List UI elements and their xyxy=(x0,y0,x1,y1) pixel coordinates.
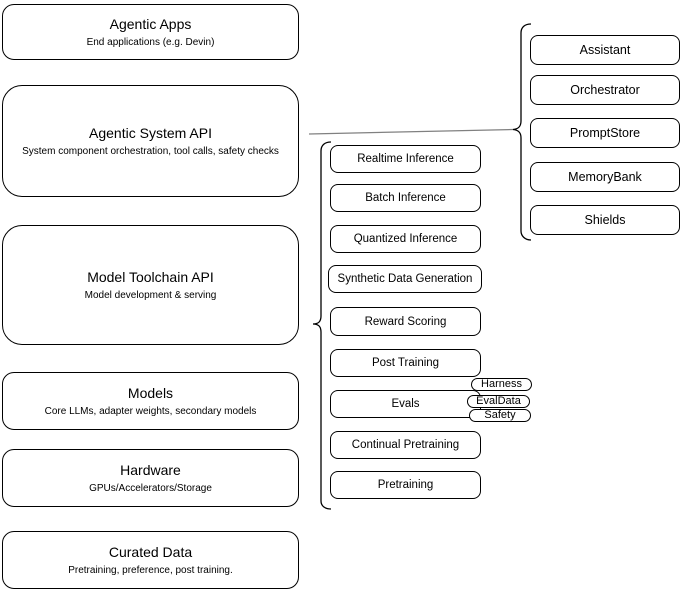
node-subtitle: Core LLMs, adapter weights, secondary mo… xyxy=(44,405,257,417)
tag-evaldata: EvalData xyxy=(467,395,530,408)
node-pretraining: Pretraining xyxy=(330,471,481,499)
node-subtitle: Pretraining, preference, post training. xyxy=(68,564,233,576)
node-evals: Evals xyxy=(330,390,481,418)
node-models: Models Core LLMs, adapter weights, secon… xyxy=(2,372,299,430)
api-components-connector xyxy=(308,128,514,135)
node-memorybank: MemoryBank xyxy=(530,162,680,192)
node-title: Models xyxy=(127,384,174,401)
node-model-toolchain-api: Model Toolchain API Model development & … xyxy=(2,225,299,345)
node-title: Curated Data xyxy=(108,543,193,560)
node-batch-inference: Batch Inference xyxy=(330,184,481,212)
node-post-training: Post Training xyxy=(330,349,481,377)
node-title: Agentic Apps xyxy=(109,15,192,32)
node-reward-scoring: Reward Scoring xyxy=(330,307,481,336)
node-subtitle: System component orchestration, tool cal… xyxy=(22,145,279,157)
node-shields: Shields xyxy=(530,205,680,235)
node-orchestrator: Orchestrator xyxy=(530,75,680,105)
node-subtitle: GPUs/Accelerators/Storage xyxy=(89,482,212,494)
toolchain-brace xyxy=(312,141,332,510)
node-continual-pretraining: Continual Pretraining xyxy=(330,431,481,459)
node-agentic-apps: Agentic Apps End applications (e.g. Devi… xyxy=(2,4,299,60)
node-quantized-inference: Quantized Inference xyxy=(330,225,481,253)
node-title: Agentic System API xyxy=(89,124,212,141)
node-synthetic-data-generation: Synthetic Data Generation xyxy=(328,265,482,293)
tag-safety: Safety xyxy=(469,409,531,422)
node-agentic-system-api: Agentic System API System component orch… xyxy=(2,85,299,197)
node-promptstore: PromptStore xyxy=(530,118,680,148)
node-subtitle: Model development & serving xyxy=(84,289,217,301)
tag-harness: Harness xyxy=(471,378,532,391)
node-title: Hardware xyxy=(120,461,181,478)
node-hardware: Hardware GPUs/Accelerators/Storage xyxy=(2,449,299,507)
node-assistant: Assistant xyxy=(530,35,680,65)
node-subtitle: End applications (e.g. Devin) xyxy=(86,36,215,48)
node-realtime-inference: Realtime Inference xyxy=(330,145,481,173)
node-curated-data: Curated Data Pretraining, preference, po… xyxy=(2,531,299,589)
components-brace xyxy=(512,23,532,241)
node-title: Model Toolchain API xyxy=(87,268,214,285)
